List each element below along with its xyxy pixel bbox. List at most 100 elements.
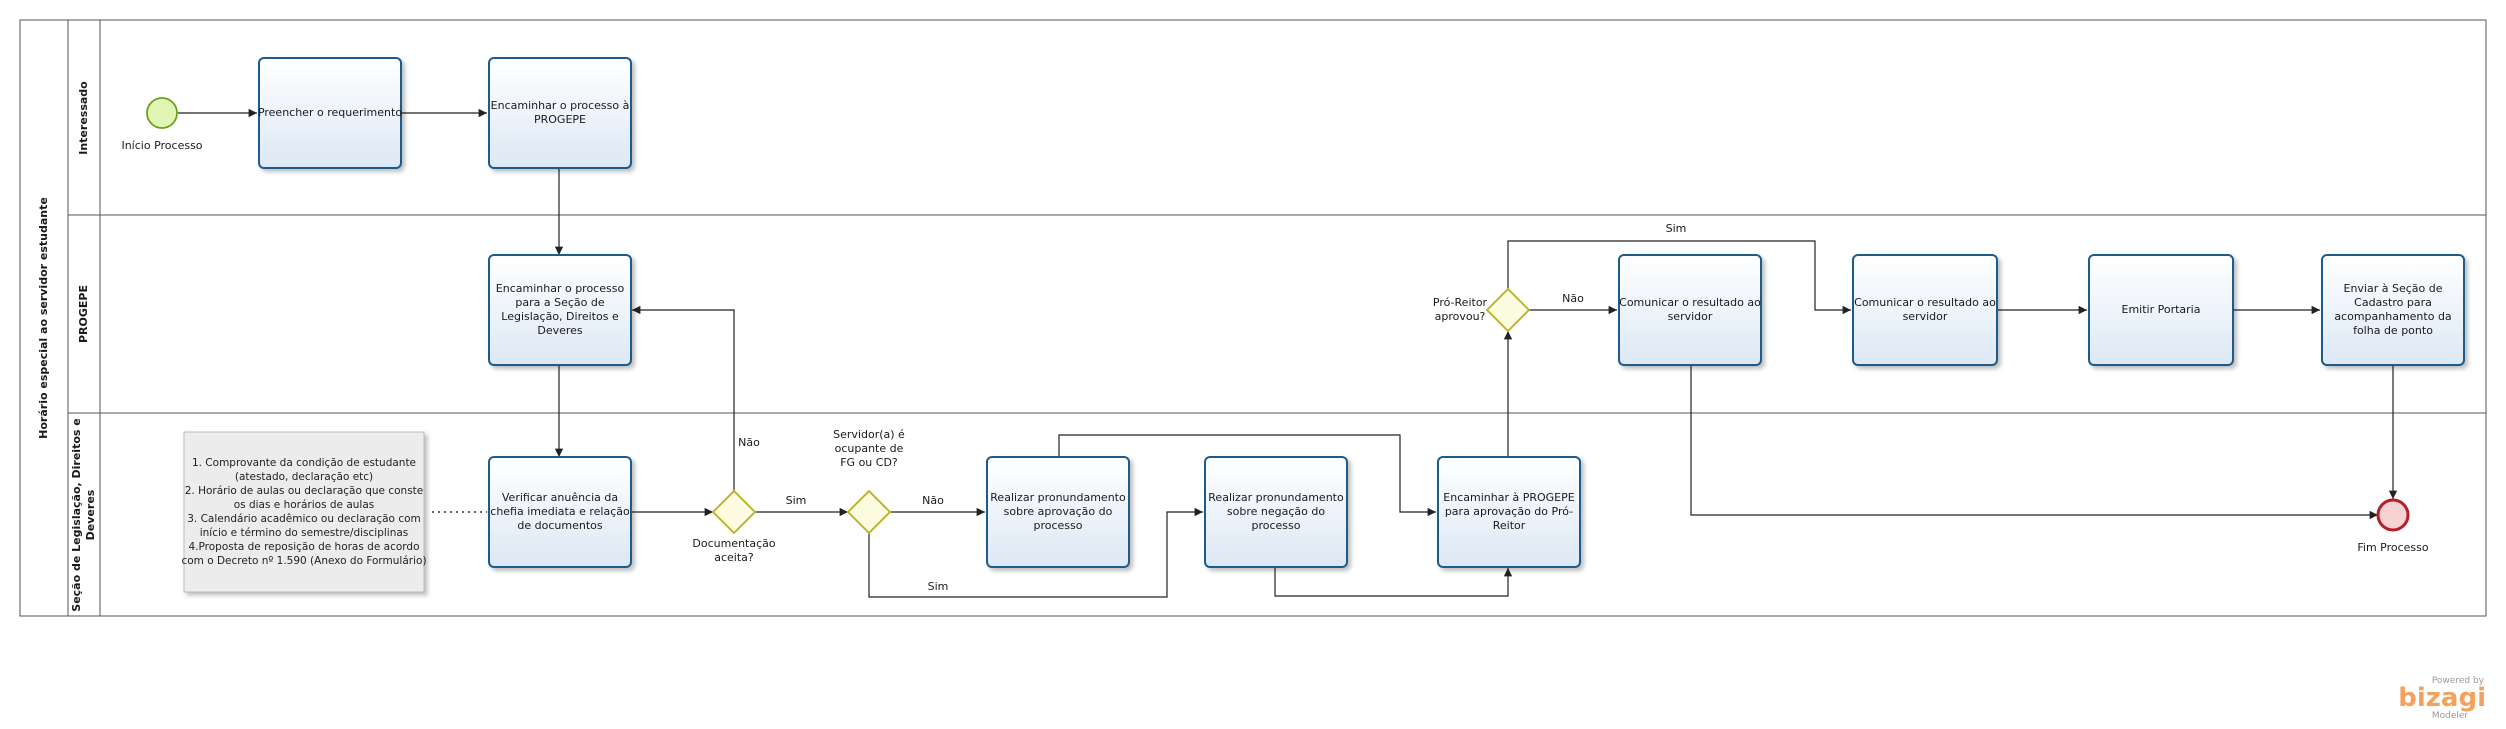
task-t11-box <box>2321 254 2465 366</box>
flow-g3-t9-yes <box>1507 240 1851 315</box>
annotation-line-6: início e término do semestre/disciplinas <box>200 527 409 539</box>
task-t2-box <box>488 57 632 169</box>
flow-label-g3-no: Não <box>1562 292 1584 305</box>
end-event[interactable] <box>2376 498 2410 532</box>
task-t3-line-4: Deveres <box>537 324 583 337</box>
task-t5-line-2: sobre aprovação do <box>1004 505 1113 518</box>
watermark-brand: bizagi <box>2398 683 2486 713</box>
watermark-powered: Powered by <box>2432 676 2485 686</box>
task-t4-line-3: de documentos <box>517 519 602 532</box>
task-t5-line-1: Realizar pronundamento <box>990 491 1126 504</box>
watermark-product: Modeler <box>2432 711 2469 721</box>
start-event[interactable] <box>146 97 178 129</box>
gateway-g1-diamond <box>711 489 757 535</box>
task-t11-line-2: Cadastro para <box>2354 296 2432 309</box>
annotation-line-8: com o Decreto nº 1.590 (Anexo do Formulá… <box>181 555 426 567</box>
task-t11-line-4: folha de ponto <box>2353 324 2433 337</box>
gateway-g3-diamond <box>1485 287 1531 333</box>
task-t9-line-2: servidor <box>1903 310 1948 323</box>
task-t2-line-2: PROGEPE <box>534 113 586 126</box>
task-t10-box <box>2088 254 2234 366</box>
task-t10[interactable]: Emitir Portaria <box>2088 254 2234 366</box>
gateway-g3-line-2: aprovou? <box>1435 310 1486 323</box>
documents-annotation: 1. Comprovante da condição de estudante (… <box>181 431 427 593</box>
gateway-g2-line-2: ocupante de <box>835 442 904 455</box>
gateway-g1-line-2: aceita? <box>714 551 754 564</box>
task-t11-line-3: acompanhamento da <box>2334 310 2451 323</box>
gateway-g1[interactable] <box>711 489 757 535</box>
flow-g1-t3-no <box>632 305 735 491</box>
task-t3-line-1: Encaminhar o processo <box>496 282 625 295</box>
gateway-g3-line-1: Pró-Reitor <box>1433 296 1488 309</box>
sequence-flows <box>178 108 2398 598</box>
task-t1[interactable]: Preencher o requerimento <box>258 57 402 169</box>
flow-label-g3-yes: Sim <box>1666 222 1687 235</box>
task-t4-box <box>488 456 632 568</box>
flow-t8-end <box>1690 365 2378 520</box>
task-t1-box <box>258 57 402 169</box>
task-t5-line-3: processo <box>1033 519 1082 532</box>
task-t7-box <box>1437 456 1581 568</box>
flow-t6-t7 <box>1274 567 1513 597</box>
task-t4-line-2: chefia imediata e relação <box>490 505 630 518</box>
task-t9-box <box>1852 254 1998 366</box>
task-t7-line-1: Encaminhar à PROGEPE <box>1443 491 1574 504</box>
task-t11-line-1: Enviar à Seção de <box>2344 282 2443 295</box>
task-t3-line-2: para a Seção de <box>515 296 604 309</box>
task-t4-line-1: Verificar anuência da <box>502 491 618 504</box>
annotation-line-1: 1. Comprovante da condição de estudante <box>192 457 416 469</box>
lane-label-interessado: Interessado <box>77 81 90 155</box>
pool-title: Horário especial ao servidor estudante <box>37 197 50 439</box>
flow-g2-t6-yes <box>868 507 1203 598</box>
flow-label-g1-no: Não <box>738 436 760 449</box>
gateway-g2[interactable] <box>846 489 892 535</box>
task-t6-line-1: Realizar pronundamento <box>1208 491 1344 504</box>
annotation-line-4: os dias e horários de aulas <box>234 499 375 511</box>
task-t9-line-1: Comunicar o resultado ao <box>1854 296 1996 309</box>
task-t1-line-1: Preencher o requerimento <box>258 106 402 119</box>
gateway-g1-line-1: Documentação <box>692 537 776 550</box>
lane-secao-line-2: Deveres <box>84 489 97 540</box>
task-t8-line-2: servidor <box>1668 310 1713 323</box>
end-event-label: Fim Processo <box>2357 541 2429 554</box>
lane-label-progepe: PROGEPE <box>77 285 90 343</box>
task-t7-line-2: para aprovação do Pró- <box>1445 505 1573 518</box>
task-t7-line-3: Reitor <box>1493 519 1526 532</box>
flow-label-g2-no: Não <box>922 494 944 507</box>
task-t10-line-1: Emitir Portaria <box>2122 303 2201 316</box>
gateway-g3[interactable] <box>1485 287 1531 333</box>
flow-t5-t7 <box>1058 434 1436 517</box>
flow-label-g1-yes: Sim <box>786 494 807 507</box>
annotation-line-5: 3. Calendário acadêmico ou declaração co… <box>187 513 421 525</box>
lane-secao-line-1: Seção de Legislação, Direitos e <box>70 418 83 611</box>
flow-label-g2-yes: Sim <box>928 580 949 593</box>
task-t8-box <box>1618 254 1762 366</box>
start-event-label: Início Processo <box>121 139 202 152</box>
task-t6-box <box>1204 456 1348 568</box>
task-t6-line-2: sobre negação do <box>1227 505 1325 518</box>
annotation-line-7: 4.Proposta de reposição de horas de acor… <box>189 541 420 553</box>
gateway-g2-line-3: FG ou CD? <box>840 456 898 469</box>
gateway-g2-diamond <box>846 489 892 535</box>
task-t8-line-1: Comunicar o resultado ao <box>1619 296 1761 309</box>
task-t3-line-3: Legislação, Direitos e <box>501 310 619 323</box>
bizagi-watermark: Powered by bizagi Modeler <box>2398 676 2486 721</box>
annotation-line-3: 2. Horário de aulas ou declaração que co… <box>185 485 424 497</box>
annotation-line-2: (atestado, declaração etc) <box>235 471 373 483</box>
gateway-g2-line-1: Servidor(a) é <box>833 428 905 441</box>
task-t6-line-3: processo <box>1251 519 1300 532</box>
